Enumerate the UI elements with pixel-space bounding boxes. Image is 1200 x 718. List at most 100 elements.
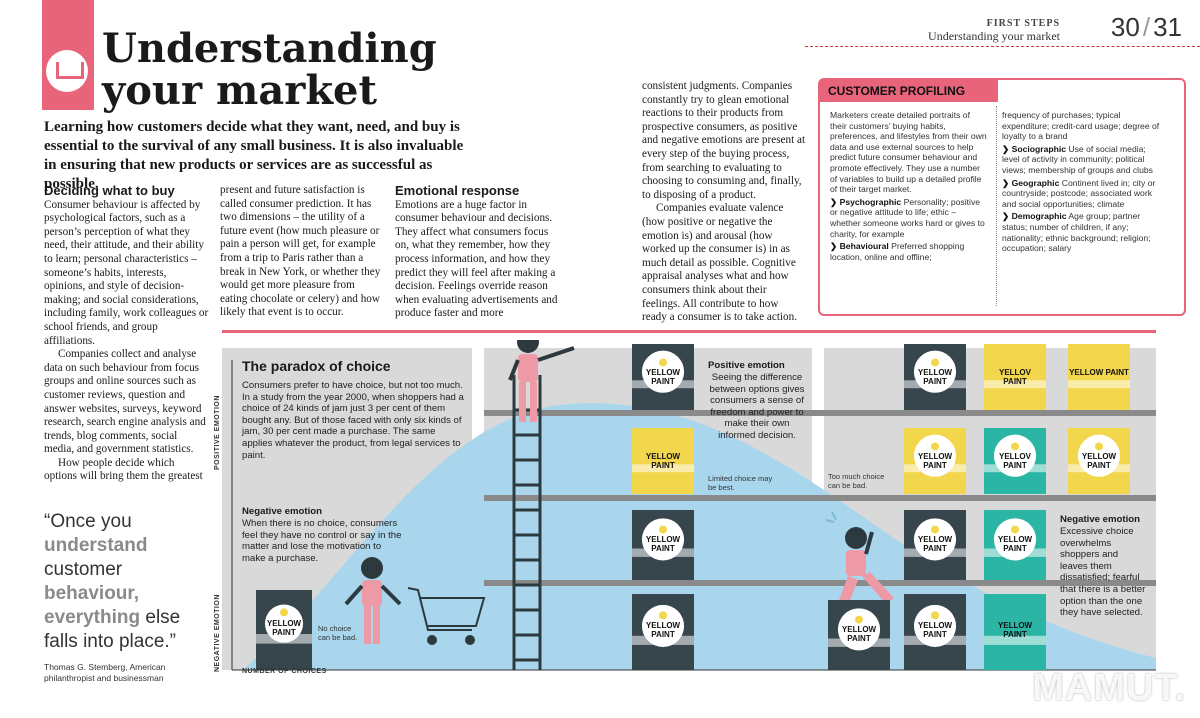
paint-drop-icon (931, 358, 939, 367)
paint-drop-icon (931, 525, 939, 534)
body-paragraph-5: Emotions are a huge factor in consumer b… (395, 198, 558, 320)
paint-can-label-line: PAINT (1003, 544, 1027, 554)
paint-can-label-line: PAINT (1003, 376, 1027, 386)
paint-drop-icon (1011, 525, 1019, 534)
section-label: FIRST STEPS (986, 18, 1060, 29)
quote-source: Thomas G. Stemberg, American philanthrop… (44, 662, 166, 683)
header-rule (805, 46, 1200, 47)
paint-can-label: YELLOW PAINT (1068, 368, 1130, 377)
paint-can-label-line: YELLOW (645, 451, 681, 461)
quote-line-6: falls into place.” (44, 631, 177, 652)
body-column-4: consistent judgments. Companies constant… (642, 80, 806, 325)
basket-icon (56, 62, 84, 79)
body-paragraph-7: Companies evaluate valence (how positive… (642, 202, 798, 324)
paint-can-label-line: PAINT (923, 376, 947, 386)
page-numbers: 30/31 (1111, 12, 1182, 43)
paint-can-label-line: PAINT (651, 460, 675, 470)
running-header: FIRST STEPS Understanding your market (928, 18, 1060, 44)
paint-can-label-disc (993, 434, 1037, 477)
watermark-text: MAMUT. (1032, 667, 1186, 709)
paint-can-label-line: PAINT (847, 634, 871, 644)
y-axis-bottom-label: NEGATIVE EMOTION (214, 594, 221, 672)
no-choice-note: No choice can be bad. (318, 624, 358, 642)
paint-can (984, 344, 1046, 410)
page-right: 31 (1153, 12, 1182, 42)
paint-can-label-line: PAINT (1003, 460, 1027, 470)
quote-line-5: everything else (44, 606, 204, 630)
positive-emotion-text: Seeing the difference between options gi… (709, 372, 805, 441)
paint-can-label-line: YELLOW (997, 621, 1033, 631)
bullet-icon: ❯ (1002, 177, 1010, 188)
paint-can-label-line: YELLOW (645, 535, 681, 545)
paint-drop-icon (280, 608, 288, 617)
customer-profiling-box: CUSTOMER PROFILING Marketers create deta… (818, 78, 1186, 316)
profiling-divider (996, 106, 997, 306)
title-line-1: Understanding (102, 25, 437, 72)
quote-line-1: “Once you (44, 511, 132, 532)
profiling-heading: CUSTOMER PROFILING (820, 80, 998, 102)
bullet-icon: ❯ (830, 241, 838, 252)
page-slash: / (1142, 12, 1151, 42)
x-axis-label: NUMBER OF CHOICES (242, 668, 327, 675)
paint-drop-icon (931, 442, 939, 451)
paint-can (1068, 344, 1130, 410)
section-rule (222, 330, 1156, 333)
paint-can-label-disc (913, 434, 957, 477)
profiling-behavioural-cont: frequency of purchases; typical expendit… (1002, 110, 1160, 142)
profiling-psychographic: ❯ Psychographic Personality; positive or… (830, 196, 985, 239)
paint-can-label-line: YELLOW (1081, 451, 1117, 461)
profiling-column-1: Marketers create detailed portraits of t… (830, 110, 988, 262)
page-title: Understanding your market (102, 28, 522, 112)
heading-emotional: Emotional response (395, 183, 520, 198)
paint-can-label-line: YELLOW (917, 621, 953, 631)
title-line-2: your market (102, 67, 377, 114)
paint-drop-icon (1011, 442, 1019, 451)
paint-can-label-line: PAINT (923, 630, 947, 640)
paint-can-label-line: PAINT (272, 627, 296, 637)
body-paragraph-3: How people decide which options will bri… (44, 456, 203, 483)
paint-can-stripe (984, 380, 1046, 389)
paint-drop-icon (931, 611, 939, 620)
bullet-icon: ❯ (830, 196, 838, 207)
paint-cans (256, 344, 1130, 670)
paint-can-label-disc (837, 608, 881, 651)
page-left: 30 (1110, 12, 1140, 42)
paint-drop-icon (659, 358, 667, 367)
person-with-cart (344, 557, 402, 644)
body-column-1: Deciding what to buy Consumer behaviour … (44, 184, 210, 484)
body-column-3: Emotional response Emotions are a huge f… (395, 184, 561, 321)
paint-drop-icon (659, 525, 667, 534)
paint-can-label-disc (641, 604, 685, 647)
quote-line-3: customer (44, 559, 123, 580)
paint-can-label-line: PAINT (651, 376, 675, 386)
paint-can-label-line: YELLOW (266, 618, 302, 628)
paint-can-label-line: YELLOW (841, 625, 877, 635)
body-paragraph-6: consistent judgments. Companies constant… (642, 80, 806, 201)
too-much-choice-note: Too much choice can be bad. (828, 472, 885, 490)
bullet-icon: ❯ (1002, 143, 1010, 154)
profiling-demographic: ❯ Demographic Age group; partner status;… (1002, 211, 1151, 254)
chapter-tab (42, 0, 94, 110)
paint-can (632, 428, 694, 494)
ladder (512, 375, 542, 670)
quote-line-4: behaviour, (44, 583, 140, 604)
paint-can-label-line: PAINT (923, 544, 947, 554)
paint-can-label-disc (913, 604, 957, 647)
body-paragraph-2: Companies collect and analyse data on su… (44, 348, 206, 456)
profiling-sociographic: ❯ Sociographic Use of social media; leve… (1002, 143, 1153, 175)
paint-can-label-line: PAINT (651, 630, 675, 640)
positive-emotion-heading: Positive emotion (708, 360, 785, 371)
profiling-behavioural: ❯ Behavioural Preferred shopping locatio… (830, 241, 965, 262)
